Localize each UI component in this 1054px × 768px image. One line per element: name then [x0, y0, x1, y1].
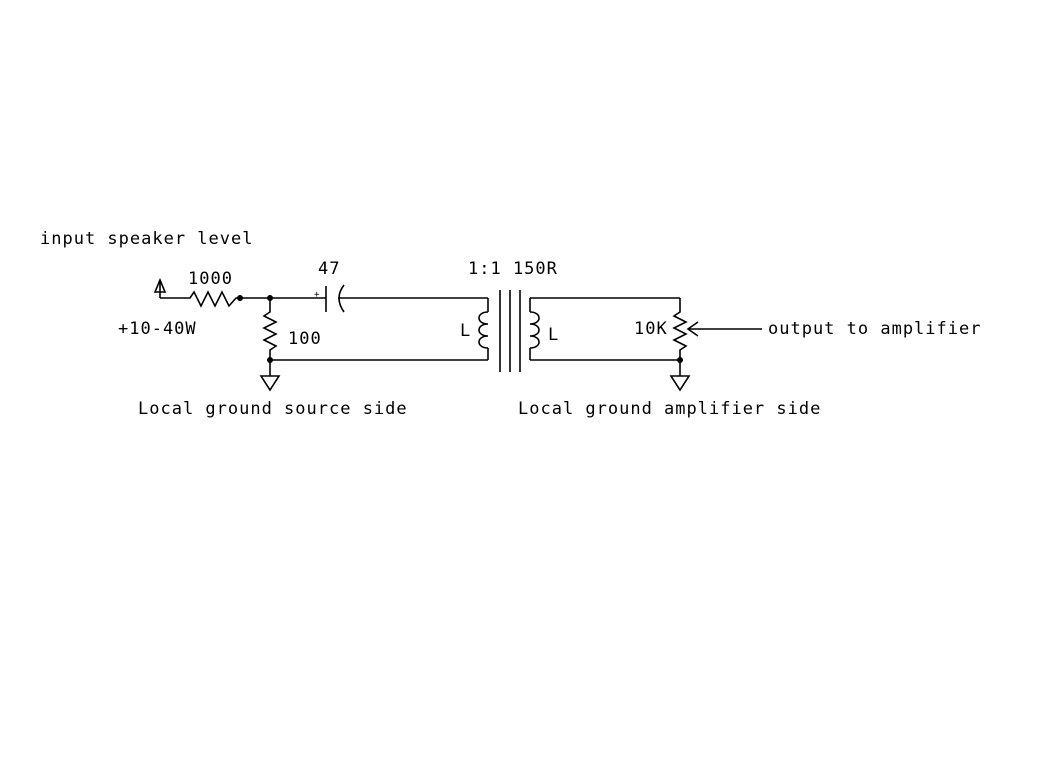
- transformer-core-icon: [499, 290, 521, 372]
- potentiometer-10k-icon: [672, 298, 688, 360]
- potentiometer-label: 10K: [634, 319, 668, 339]
- r-series-label: 1000: [188, 269, 233, 289]
- resistor-100-icon: [262, 298, 278, 360]
- input-terminal-icon: [153, 277, 186, 299]
- title-label: input speaker level: [40, 229, 253, 249]
- cap-polarity-label: +: [314, 290, 320, 300]
- ground-source-label: Local ground source side: [138, 399, 408, 419]
- transformer-label: 1:1 150R: [468, 259, 558, 279]
- primary-inductor-icon: [478, 298, 489, 360]
- input-range-label: +10-40W: [118, 319, 197, 339]
- ground-amp-label: Local ground amplifier side: [518, 399, 821, 419]
- ground-amp-icon: [669, 360, 691, 392]
- r-shunt-label: 100: [288, 329, 322, 349]
- output-label: output to amplifier: [768, 319, 981, 339]
- wiper-arrow-icon: [686, 321, 762, 337]
- ground-source-icon: [259, 360, 281, 392]
- inductor-secondary-label: L: [548, 325, 559, 345]
- capacitor-label: 47: [318, 259, 340, 279]
- resistor-1000-icon: [186, 290, 240, 308]
- inductor-primary-label: L: [460, 321, 471, 341]
- secondary-inductor-icon: [529, 298, 540, 360]
